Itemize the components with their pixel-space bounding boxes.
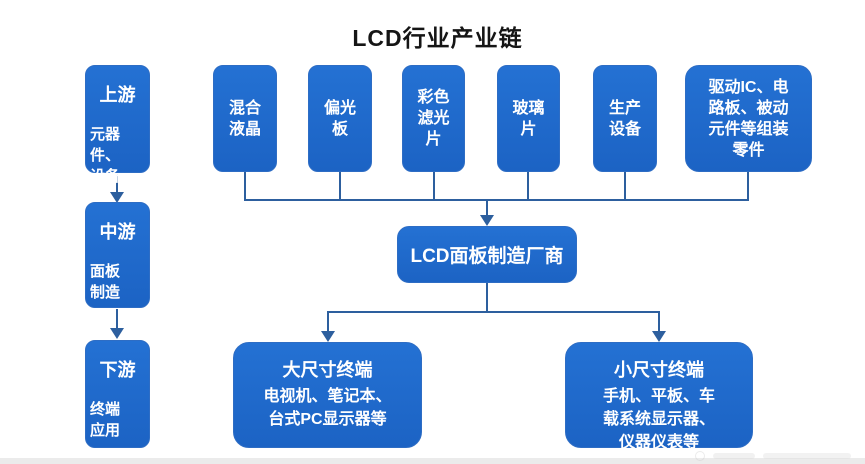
terminal-header: 大尺寸终端	[282, 360, 373, 380]
upstream-node-glass: 玻璃 片	[497, 65, 560, 172]
upstream-bus-lines	[244, 172, 749, 216]
stage-downstream-desc: 终端 应用	[90, 401, 121, 439]
footer-strip	[0, 458, 865, 464]
watermark-smudge	[763, 453, 851, 459]
upstream-node-production-equipment: 生产 设备	[593, 65, 657, 172]
terminal-split-lines	[327, 283, 660, 333]
node-label: 生产 设备	[608, 99, 641, 138]
upstream-node-color-filter: 彩色 滤光 片	[402, 65, 465, 172]
node-label: 彩色 滤光 片	[417, 89, 450, 148]
stage-downstream-label: 下游	[99, 360, 136, 380]
stage-upstream-label: 上游	[99, 85, 136, 105]
stage-upstream-desc: 元器件、 设备	[90, 126, 121, 185]
arrow-down-icons	[110, 192, 666, 342]
stage-midstream-desc: 面板 制造	[90, 263, 121, 301]
terminal-node-large-size: 大尺寸终端 电视机、笔记本、 台式PC显示器等	[233, 342, 422, 448]
node-label: 驱动IC、电 路板、被动 元件等组装 零件	[708, 78, 789, 159]
terminal-body: 电视机、笔记本、 台式PC显示器等	[263, 388, 392, 428]
watermark	[695, 451, 851, 461]
stage-midstream-label: 中游	[99, 222, 136, 242]
node-label: 混合 液晶	[228, 99, 261, 138]
upstream-node-polarizer: 偏光 板	[308, 65, 372, 172]
manufacturer-label: LCD面板制造厂商	[410, 246, 564, 267]
terminal-body: 手机、平板、车 载系统显示器、 仪器仪表等	[602, 388, 715, 451]
stage-box-downstream: 下游 终端 应用	[85, 340, 150, 448]
node-label: 偏光 板	[323, 99, 356, 138]
diagram-title: LCD行业产业链	[352, 25, 523, 51]
stage-box-midstream: 中游 面板 制造	[85, 202, 150, 308]
upstream-node-mixed-liquid-crystal: 混合 液晶	[213, 65, 277, 172]
node-label: 玻璃 片	[512, 99, 545, 138]
watermark-smudge	[713, 453, 755, 459]
upstream-node-driver-ic-components: 驱动IC、电 路板、被动 元件等组装 零件	[685, 65, 812, 172]
stage-box-upstream: 上游 元器件、 设备	[85, 65, 150, 185]
terminal-node-small-size: 小尺寸终端 手机、平板、车 载系统显示器、 仪器仪表等	[565, 342, 753, 451]
watermark-circle-icon	[695, 451, 705, 461]
terminal-header: 小尺寸终端	[614, 360, 704, 380]
manufacturer-node: LCD面板制造厂商	[397, 226, 577, 283]
